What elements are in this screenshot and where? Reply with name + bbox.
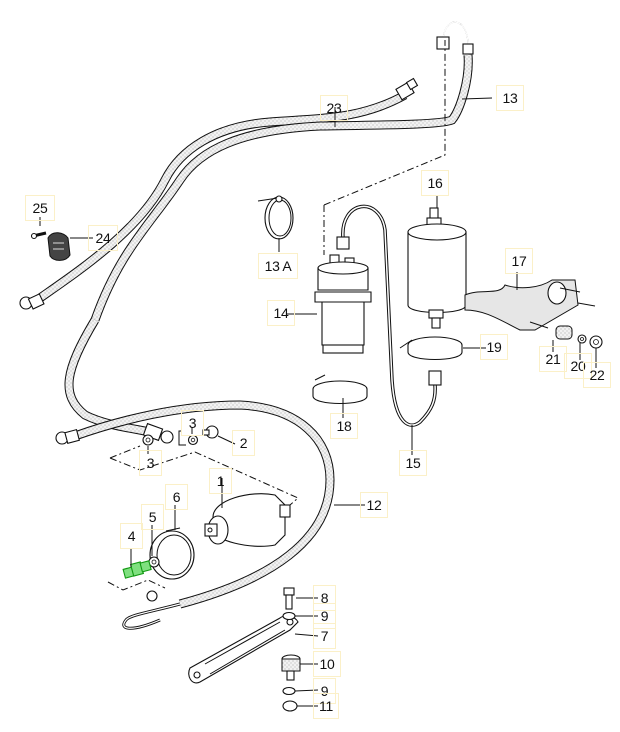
- callout-17[interactable]: 17: [505, 248, 533, 274]
- hose-12[interactable]: [55, 400, 335, 630]
- callout-23[interactable]: 23: [320, 95, 348, 121]
- callout-label: 19: [486, 339, 502, 355]
- callout-label: 20: [570, 358, 586, 374]
- callout-label: 25: [32, 200, 48, 216]
- callout-18[interactable]: 18: [330, 413, 358, 439]
- callout-9-lower[interactable]: 9: [313, 678, 336, 704]
- washer-5[interactable]: [148, 556, 160, 568]
- callout-8[interactable]: 8: [313, 585, 336, 611]
- washer-9-upper[interactable]: [282, 611, 296, 621]
- callout-13a[interactable]: 13 A: [258, 253, 298, 279]
- line-15[interactable]: [336, 204, 442, 427]
- callout-21[interactable]: 21: [539, 346, 567, 372]
- callout-5[interactable]: 5: [141, 504, 164, 530]
- callout-label: 8: [320, 590, 329, 606]
- clamp-6[interactable]: [149, 527, 195, 580]
- callout-label: 10: [319, 656, 335, 672]
- fuel-pump-14[interactable]: [314, 254, 372, 354]
- rubber-mount-10[interactable]: [281, 654, 301, 681]
- screw-25[interactable]: [30, 231, 47, 240]
- fuel-filter-16[interactable]: [407, 207, 467, 329]
- callout-11[interactable]: 11: [313, 693, 339, 719]
- accumulator-1[interactable]: [204, 493, 291, 547]
- callout-19[interactable]: 19: [480, 334, 508, 360]
- bolt-2[interactable]: [202, 425, 219, 439]
- clamp-18[interactable]: [312, 374, 368, 404]
- callout-label: 16: [427, 175, 443, 191]
- callout-label: 22: [589, 367, 605, 383]
- callout-14[interactable]: 14: [267, 300, 295, 326]
- callout-label: 23: [326, 100, 342, 116]
- hose-13[interactable]: [64, 21, 474, 444]
- callout-label: 18: [336, 418, 352, 434]
- callout-label: 14: [273, 305, 289, 321]
- callout-10[interactable]: 10: [313, 651, 341, 677]
- callout-label: 1: [216, 473, 225, 489]
- washer-3-upper[interactable]: [187, 434, 199, 446]
- callout-22[interactable]: 22: [583, 362, 611, 388]
- group-line-13: [323, 40, 446, 206]
- callout-16[interactable]: 16: [421, 170, 449, 196]
- callout-4[interactable]: 4: [120, 523, 143, 549]
- callout-1[interactable]: 1: [209, 468, 232, 494]
- callout-label: 15: [405, 455, 421, 471]
- washer-9-lower[interactable]: [282, 686, 296, 696]
- callout-15[interactable]: 15: [399, 450, 427, 476]
- callout-label: 21: [545, 351, 561, 367]
- washer-20[interactable]: [577, 334, 587, 344]
- callout-label: 9: [320, 683, 329, 699]
- clamp-19[interactable]: [399, 336, 463, 360]
- bolt-8[interactable]: [283, 587, 295, 610]
- bracket-line-3: [178, 430, 186, 446]
- callout-2[interactable]: 2: [232, 430, 255, 456]
- callout-3-upper[interactable]: 3: [181, 410, 204, 436]
- nut-22[interactable]: [589, 335, 603, 349]
- washer-3-lower[interactable]: [142, 434, 154, 446]
- bracket-17[interactable]: [464, 279, 596, 331]
- callout-label: 3: [146, 455, 155, 471]
- clip-24[interactable]: [47, 232, 71, 261]
- callout-7[interactable]: 7: [313, 623, 336, 649]
- callout-label: 13 A: [264, 258, 292, 274]
- callout-label: 11: [319, 698, 333, 714]
- mounting-strap-7[interactable]: [188, 615, 299, 684]
- callout-9-upper[interactable]: 9: [313, 603, 336, 629]
- group-line-upper: [109, 445, 299, 506]
- hose-23[interactable]: [19, 77, 419, 310]
- callout-13[interactable]: 13: [496, 85, 524, 111]
- group-line-lower: [107, 579, 166, 591]
- callout-label: 2: [239, 435, 248, 451]
- callout-label: 5: [148, 509, 157, 525]
- callout-label: 12: [366, 497, 382, 513]
- callout-12[interactable]: 12: [360, 492, 388, 518]
- clamp-13a[interactable]: [257, 195, 294, 240]
- callout-24[interactable]: 24: [88, 225, 118, 251]
- spacer-21[interactable]: [555, 325, 573, 340]
- callout-label: 6: [172, 489, 181, 505]
- nut-11[interactable]: [282, 700, 298, 712]
- fitting-4-selected[interactable]: [122, 560, 152, 579]
- callout-label: 13: [502, 90, 518, 106]
- callout-3-lower[interactable]: 3: [139, 450, 162, 476]
- callout-label: 7: [320, 628, 329, 644]
- callout-6[interactable]: 6: [165, 484, 188, 510]
- callout-label: 3: [188, 415, 197, 431]
- callout-label: 9: [320, 608, 329, 624]
- callout-label: 17: [511, 253, 527, 269]
- callout-20[interactable]: 20: [564, 353, 592, 379]
- callout-label: 24: [95, 230, 111, 246]
- callout-label: 4: [127, 528, 136, 544]
- callout-25[interactable]: 25: [25, 195, 55, 221]
